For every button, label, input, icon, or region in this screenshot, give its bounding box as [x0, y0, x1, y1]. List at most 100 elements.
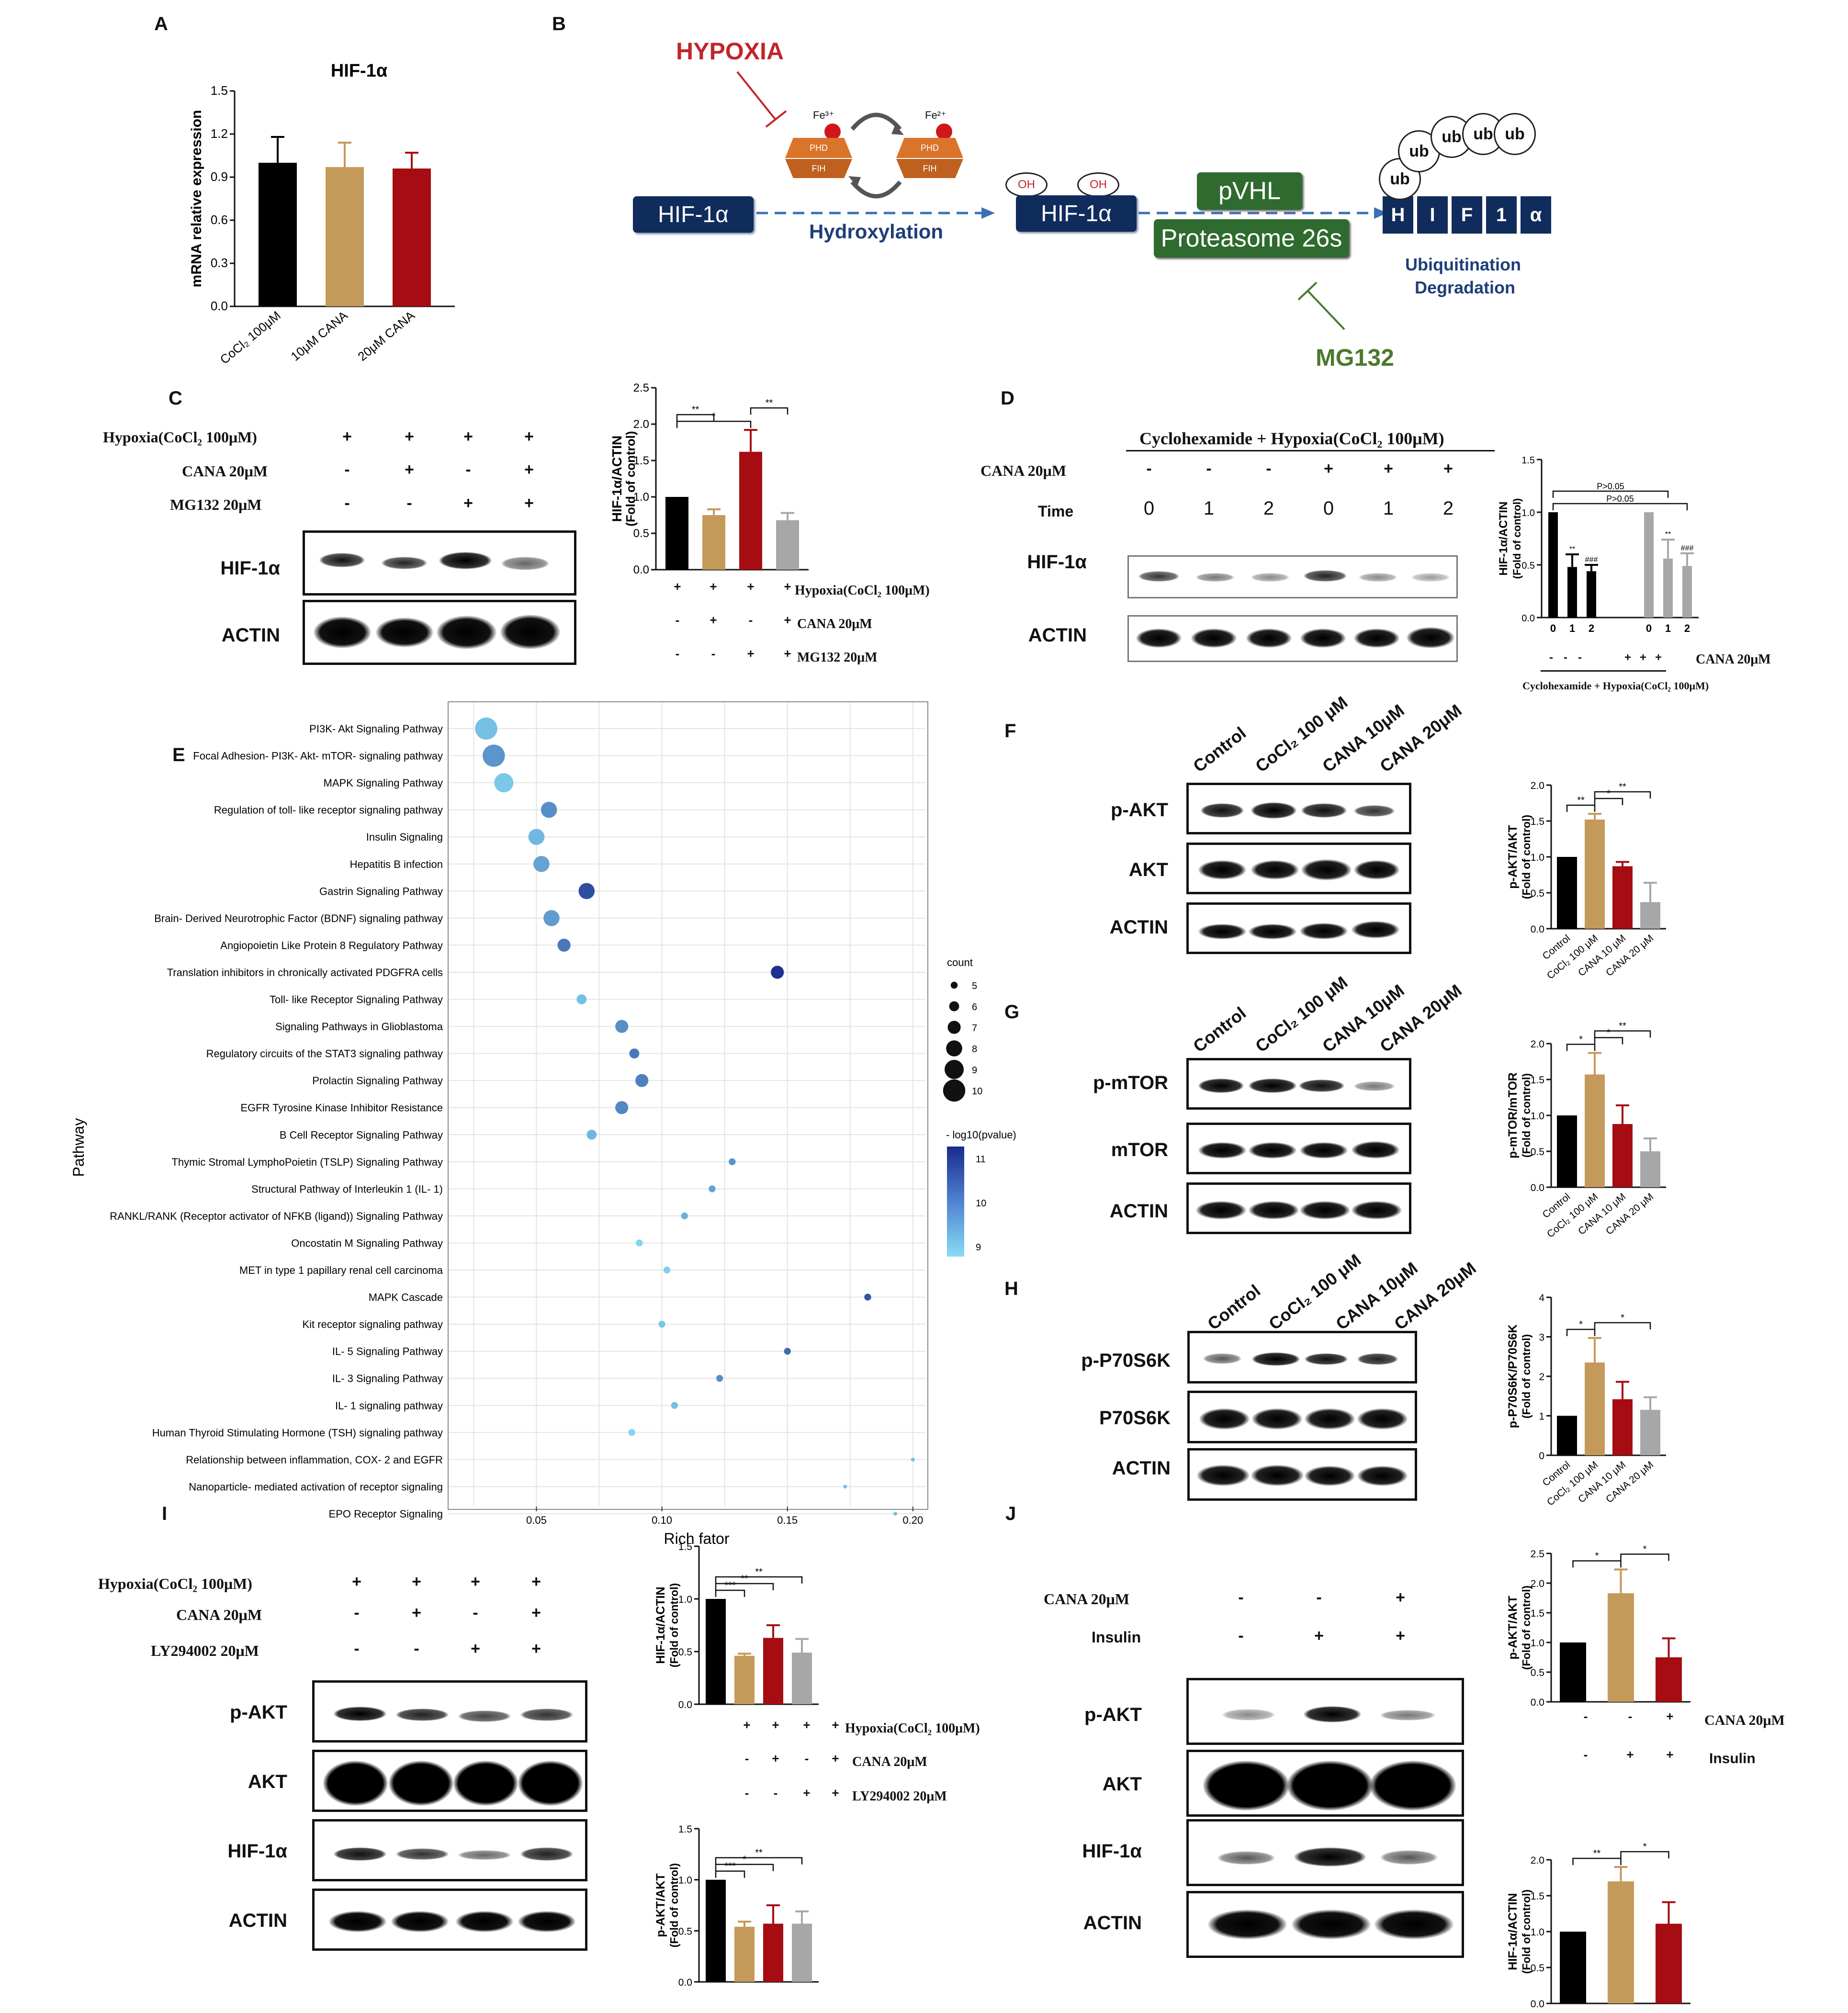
- time-value: 2: [1442, 498, 1454, 519]
- hif-letter: 1: [1486, 196, 1517, 234]
- pathway-label: IL- 3 Signaling Pathway: [332, 1372, 443, 1384]
- y-axis-label: p-AKT/AKT: [654, 1873, 667, 1937]
- chart-f: 0.00.51.01.52.0p-AKT/AKT(Fold of control…: [1506, 780, 1666, 981]
- sign: -: [744, 1751, 749, 1766]
- sig-bracket: [1552, 503, 1688, 510]
- blot-akt-f: [1186, 843, 1411, 894]
- sign: -: [1238, 1588, 1244, 1607]
- pathway-label: Angiopoietin Like Protein 8 Regulatory P…: [220, 939, 443, 951]
- y-axis-label: p-AKT/AKT: [1506, 1596, 1520, 1659]
- sign: -: [1628, 1709, 1633, 1723]
- dot: [528, 829, 545, 845]
- sign: -: [1146, 460, 1152, 478]
- dot: [483, 744, 505, 767]
- hif-node-hydroxylated: HIF-1α: [1016, 195, 1137, 232]
- y-tick-label: 1.5: [678, 1541, 692, 1552]
- blot-actin-h: [1187, 1448, 1417, 1501]
- bar: [1567, 567, 1577, 618]
- blot-label-hif: HIF-1α: [220, 558, 280, 579]
- blot-label-akt: AKT: [1128, 859, 1168, 880]
- sig-label: **: [766, 398, 773, 408]
- sign: +: [803, 1718, 811, 1732]
- fih-label: FIH: [785, 159, 852, 178]
- bar: [1557, 1416, 1577, 1455]
- y-tick-label: 0.5: [678, 1926, 692, 1937]
- dot: [615, 1101, 629, 1114]
- cond-cana: CANA 20μM: [1704, 1712, 1785, 1728]
- y-tick-label: 0.0: [1531, 924, 1544, 935]
- dot: [636, 1239, 643, 1247]
- cond-chx: Cyclohexamide + Hypoxia(CoCl₂ 100μM): [1139, 429, 1444, 448]
- x-tick-label: 2: [1589, 622, 1594, 634]
- blot-label-hif: HIF-1α: [1027, 551, 1087, 573]
- x-tick-label: CANA 20 μM: [1604, 1191, 1656, 1237]
- sign: +: [471, 1640, 480, 1658]
- y-tick-label: 1: [1539, 1411, 1544, 1422]
- panel-label-h: H: [1004, 1278, 1018, 1299]
- pathway-label: Focal Adhesion- PI3K- Akt- mTOR- signali…: [193, 750, 443, 762]
- bar: [1560, 1642, 1586, 1702]
- y-axis-label: (Fold of control): [1520, 1889, 1532, 1974]
- ubiquitin-icon: ub: [1494, 113, 1536, 155]
- dot: [843, 1484, 847, 1489]
- sign: -: [1266, 460, 1272, 478]
- blot-label-actin: ACTIN: [221, 625, 280, 646]
- cond-cana: CANA 20μM: [980, 462, 1067, 479]
- x-tick-label: 0: [1550, 622, 1556, 634]
- sig-label: **: [1577, 795, 1585, 806]
- sig-label: **: [1619, 782, 1626, 792]
- sign: -: [354, 1640, 360, 1658]
- sign: -: [1583, 1747, 1588, 1762]
- sign: +: [1324, 460, 1333, 478]
- sign: +: [1626, 1747, 1634, 1762]
- blot-label-pakt: p-AKT: [1084, 1704, 1142, 1725]
- sig-label: ***: [724, 1861, 736, 1872]
- sign: +: [463, 427, 473, 446]
- hypoxia-inhibit-arrow: [736, 71, 787, 128]
- sig-bracket: [1594, 1037, 1623, 1045]
- sig-label: P>0.05: [1597, 482, 1624, 491]
- sign: -: [1564, 651, 1567, 664]
- dashed-arrow-2: [1138, 207, 1387, 219]
- pathway-label: Oncostatin M Signaling Pathway: [291, 1237, 443, 1249]
- legend-label: 6: [972, 1002, 977, 1012]
- sig-bracket: [1566, 1328, 1596, 1336]
- sign: -: [773, 1786, 778, 1800]
- sign: +: [412, 1604, 421, 1622]
- chart-i-akt: 0.00.51.01.5p-AKT/AKT(Fold of control)**…: [654, 1824, 819, 1988]
- hif-node-start: HIF-1α: [633, 196, 754, 233]
- bar: [1682, 566, 1692, 618]
- panel-label-d: D: [1001, 388, 1014, 409]
- dot: [671, 1402, 678, 1409]
- y-axis-label: Pathway: [70, 1118, 87, 1177]
- sig-bracket: [1594, 1322, 1651, 1329]
- x-tick-label: 0: [1646, 622, 1652, 634]
- pathway-label: RANKL/RANK (Receptor activator of NFKB (…: [110, 1210, 443, 1222]
- hif-letter: α: [1521, 196, 1551, 234]
- sig-label: *: [1643, 1842, 1647, 1852]
- panel-label-c: C: [169, 388, 182, 409]
- y-tick-label: 0.5: [1531, 888, 1544, 899]
- sig-bracket: [1572, 1560, 1622, 1568]
- panel-label-a: A: [154, 13, 168, 34]
- cond-insulin: Insulin: [1092, 1629, 1141, 1646]
- bar: [1656, 1923, 1682, 2003]
- ubiquitination-label: Ubiquitination: [1405, 255, 1521, 274]
- sign: +: [710, 613, 717, 627]
- y-tick-label: 1.5: [633, 454, 649, 467]
- bar: [1585, 820, 1605, 929]
- sign: +: [1666, 1747, 1674, 1762]
- y-tick-label: 0.0: [678, 1977, 692, 1988]
- blot-label-actin: ACTIN: [1112, 1458, 1171, 1479]
- sig-mark: ###: [1681, 544, 1694, 552]
- y-axis-label: p-P70S6K/P70S6K: [1506, 1325, 1520, 1428]
- sign: +: [524, 461, 534, 479]
- sign: +: [832, 1751, 839, 1766]
- bar: [1644, 512, 1654, 618]
- blot-label-hif: HIF-1α: [227, 1841, 287, 1862]
- y-tick-label: 1.5: [1531, 1075, 1544, 1086]
- sig-bracket: [715, 1583, 774, 1590]
- y-tick-label: 0.0: [1521, 613, 1535, 624]
- sig-bracket: [1594, 791, 1651, 798]
